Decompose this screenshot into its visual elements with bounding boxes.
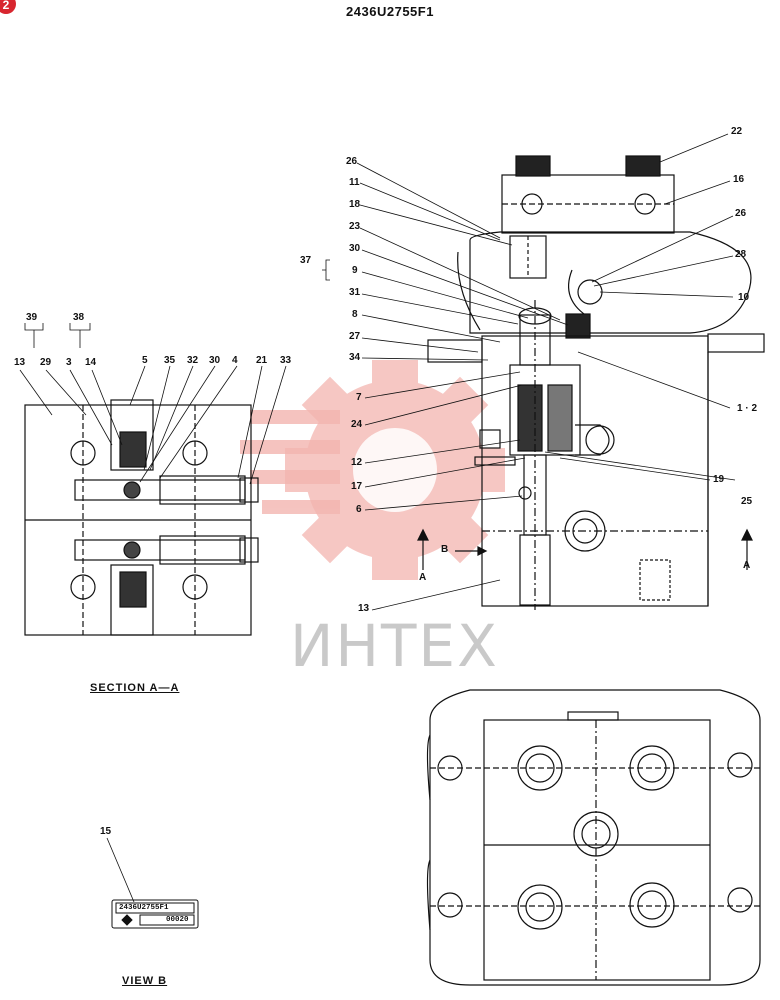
page-badge: 2 [0, 0, 16, 14]
callout-39: 39 [26, 312, 38, 323]
callout-16: 16 [733, 174, 745, 185]
callout-34: 34 [349, 352, 361, 363]
callout-5: 5 [142, 355, 148, 366]
section-a-arrow-left-label: A [419, 572, 427, 583]
callout-9: 9 [352, 265, 358, 276]
callout-29: 29 [40, 357, 52, 368]
callout-10: 10 [738, 292, 750, 303]
plate-part-number: 2436U2755F1 [119, 904, 169, 912]
callout-24: 24 [351, 419, 363, 430]
callout-35: 35 [164, 355, 176, 366]
callout-18: 18 [349, 199, 361, 210]
callout-19: 19 [713, 474, 725, 485]
callout-22: 22 [731, 126, 743, 137]
callout-13: 13 [358, 603, 370, 614]
callout-23: 23 [349, 221, 361, 232]
callout-12: 12 [351, 457, 363, 468]
drawing-title: 2436U2755F1 [346, 4, 434, 19]
callout-15: 15 [100, 826, 112, 837]
callout-4: 4 [232, 355, 238, 366]
callout-21: 21 [256, 355, 268, 366]
view-caption: VIEW B [122, 975, 168, 987]
callout-11: 11 [349, 177, 360, 188]
callout-6: 6 [356, 504, 362, 515]
callout-28: 28 [735, 249, 747, 260]
callout-17: 17 [351, 481, 363, 492]
callout-30-section: 30 [209, 355, 221, 366]
callout-37: 37 [300, 255, 312, 266]
callout-14: 14 [85, 357, 97, 368]
callout-30: 30 [349, 243, 361, 254]
plate-serial: 00020 [166, 916, 189, 924]
section-a-arrow-right-label: A [743, 560, 751, 571]
callout-25: 25 [741, 496, 753, 507]
callout-7: 7 [356, 392, 362, 403]
callout-13-section: 13 [14, 357, 26, 368]
callout-38: 38 [73, 312, 85, 323]
view-b-arrow-label: B [441, 544, 449, 555]
section-caption: SECTION A—A [90, 682, 180, 694]
callout-8: 8 [352, 309, 358, 320]
callout-26: 26 [346, 156, 358, 167]
watermark-text: ИНТЕХ [290, 612, 499, 680]
callout-26-right: 26 [735, 208, 747, 219]
callout-27: 27 [349, 331, 361, 342]
callout-33: 33 [280, 355, 292, 366]
callout-31: 31 [349, 287, 361, 298]
callout-3: 3 [66, 357, 72, 368]
callout-1-2: 1 · 2 [737, 403, 758, 414]
callout-32: 32 [187, 355, 199, 366]
